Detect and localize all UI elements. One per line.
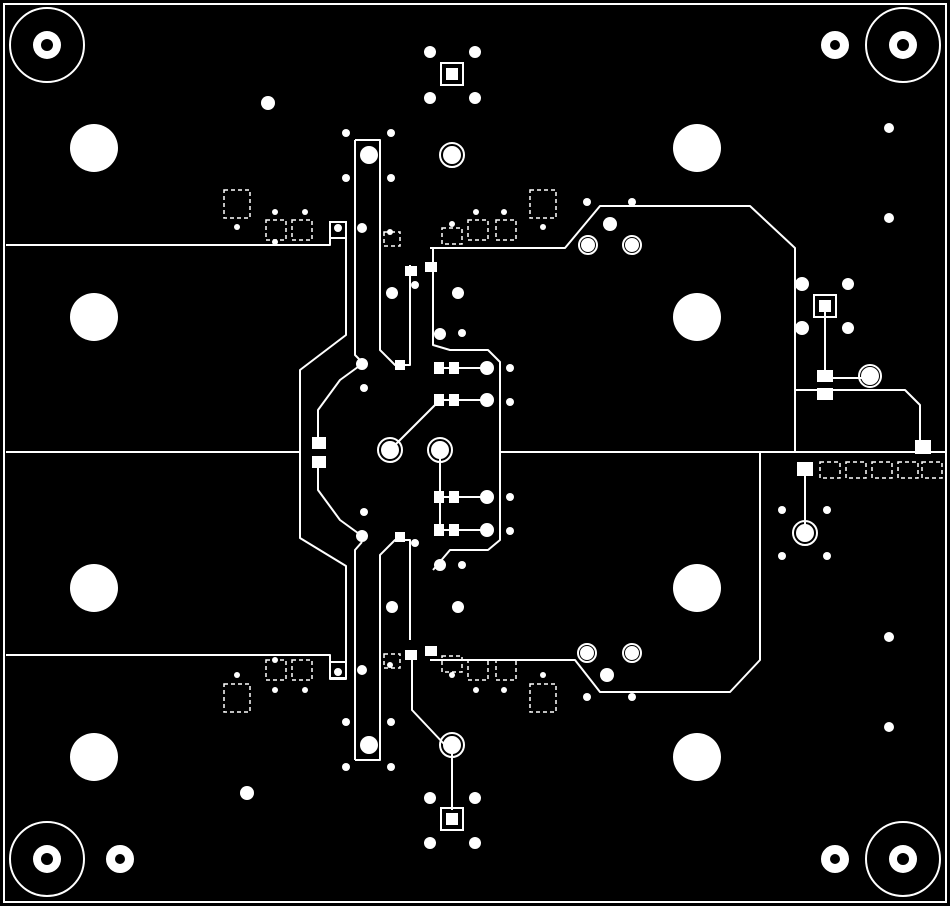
mounting-hole-centers — [41, 39, 909, 865]
pads-ringed — [381, 146, 879, 754]
large-drill-holes — [70, 124, 721, 781]
smd-pads — [312, 262, 931, 660]
square-pad-fills — [446, 68, 831, 825]
small-vias — [234, 209, 546, 693]
dashed-footprints — [223, 189, 943, 713]
mounting-hole-top-left — [9, 7, 85, 83]
pad-rings — [106, 31, 882, 873]
mounting-hole-top-right — [865, 7, 941, 83]
pad-centers — [115, 40, 840, 864]
mounting-hole-bottom-right — [865, 821, 941, 897]
via-pads — [334, 223, 494, 676]
mounting-holes — [9, 7, 941, 897]
mounting-hole-bottom-left — [9, 821, 85, 897]
square-pads — [329, 62, 837, 831]
